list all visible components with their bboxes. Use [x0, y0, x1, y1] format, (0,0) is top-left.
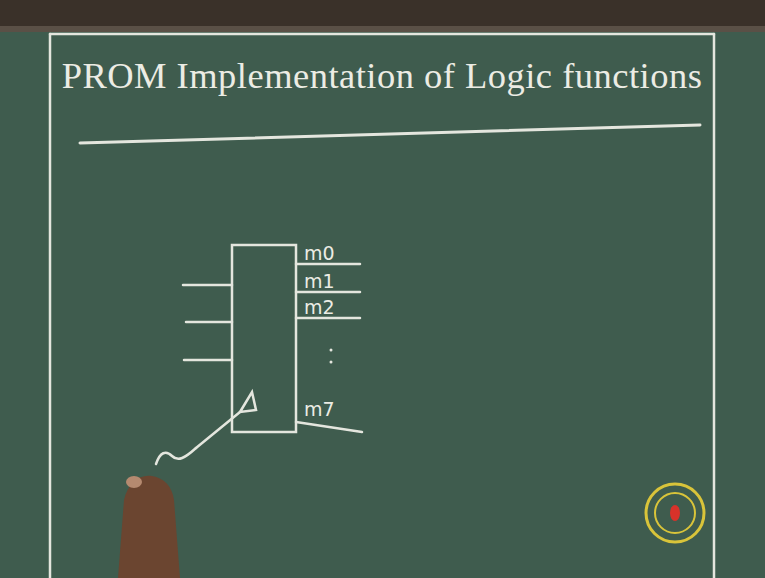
input-line: [184, 359, 232, 362]
arrow-triangle: [240, 392, 256, 412]
pointer-line: [196, 412, 240, 448]
board-frame: [0, 0, 765, 26]
output-label: m1: [304, 271, 335, 292]
fingernail: [126, 476, 142, 488]
chalk-border: [49, 34, 52, 578]
record-icon-dot: [670, 505, 680, 521]
title-underline: [80, 125, 700, 143]
output-label: m7: [304, 399, 335, 420]
hand: [118, 476, 180, 578]
output-line: [296, 422, 362, 432]
board-ledge: [0, 26, 765, 32]
chalk-border: [50, 33, 714, 36]
chalk-border: [713, 34, 716, 578]
output-label: m0: [304, 243, 335, 264]
prom-box: [232, 245, 296, 432]
squiggle: [156, 448, 196, 464]
record-icon-ring: [655, 493, 695, 533]
ellipsis-dot: [330, 361, 333, 364]
record-icon-ring: [646, 484, 704, 542]
ellipsis-dot: [330, 349, 333, 352]
input-line: [183, 284, 232, 287]
board-title: PROM Implementation of Logic functions: [62, 56, 703, 96]
output-label: m2: [304, 297, 335, 318]
input-line: [186, 321, 232, 324]
